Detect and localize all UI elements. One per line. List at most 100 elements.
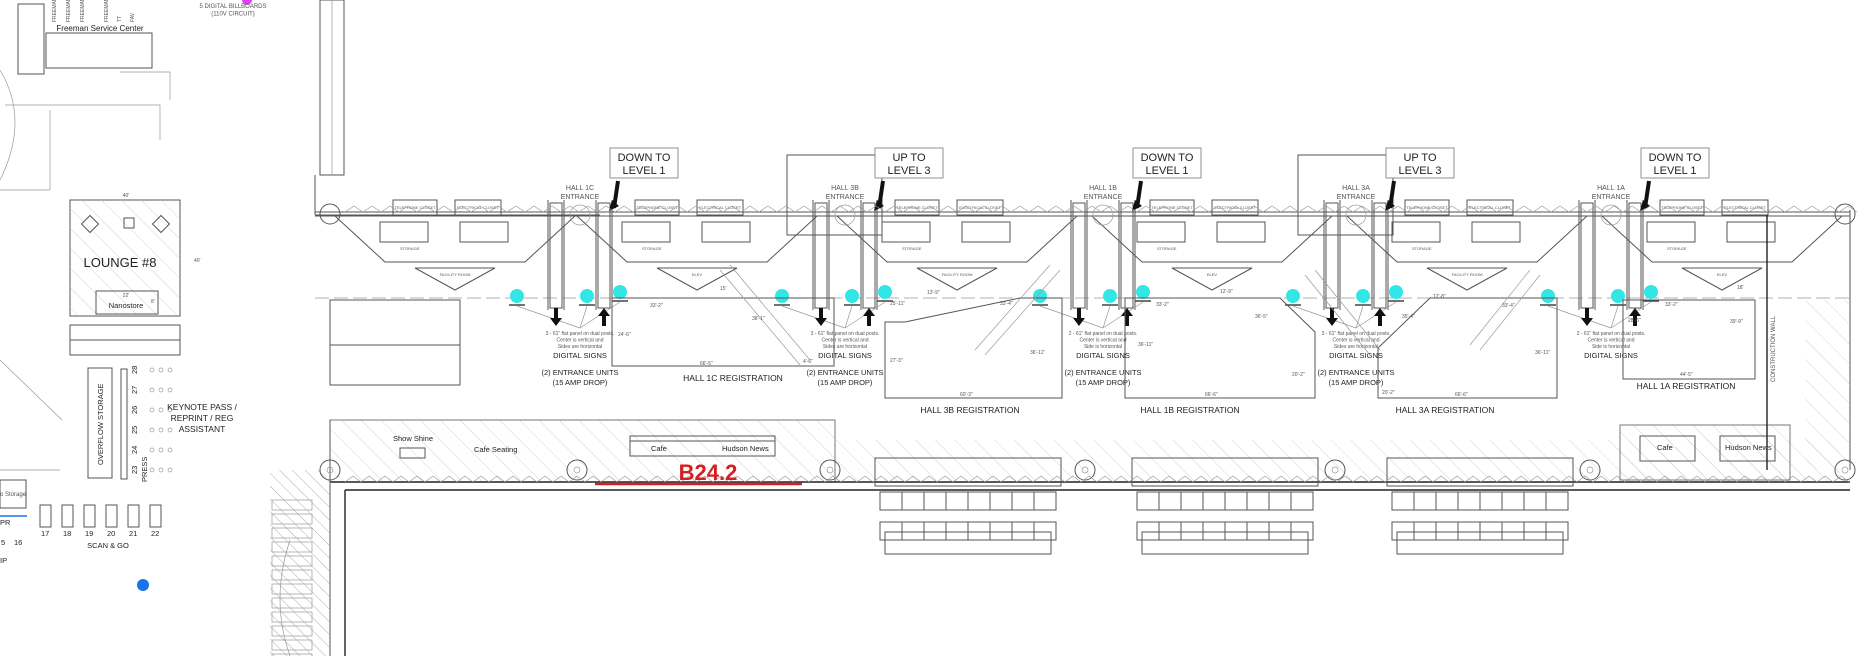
stair bbox=[1646, 221, 1696, 243]
callout-line-1: UP TO bbox=[892, 152, 925, 164]
svg-text:33'-2": 33'-2" bbox=[1156, 302, 1169, 308]
arrow-down-icon bbox=[1326, 308, 1338, 326]
post-dot bbox=[167, 467, 173, 473]
registration-3b: HALL 3B REGISTRATION bbox=[884, 297, 1063, 415]
svg-text:27'-3": 27'-3" bbox=[890, 358, 903, 364]
booth-id-label[interactable]: B24.2 bbox=[679, 460, 738, 485]
storage-label: STORAGE bbox=[400, 246, 420, 251]
digital-sign-marker[interactable] bbox=[510, 289, 524, 303]
digital-sign-marker[interactable] bbox=[1136, 285, 1150, 299]
sign-note: 3 - 61" flat panel on dual posts. bbox=[546, 331, 615, 337]
svg-text:20'-2": 20'-2" bbox=[1292, 372, 1305, 378]
telephone-closet bbox=[634, 199, 680, 216]
counter-number: 23 bbox=[130, 466, 139, 474]
overflow-storage bbox=[87, 367, 113, 479]
registration-areas: HALL 1C REGISTRATION HALL 3B REGISTRATIO… bbox=[611, 264, 1756, 415]
lower-corridor: Show Shine Cafe Seating Cafe Hudson News… bbox=[270, 203, 1858, 656]
cafe-label: Cafe bbox=[651, 444, 667, 453]
digital-sign-marker[interactable] bbox=[878, 285, 892, 299]
sign-note: Center is vertical and bbox=[1333, 338, 1380, 344]
digital-sign-marker[interactable] bbox=[1541, 289, 1555, 303]
lower-room bbox=[1681, 267, 1763, 291]
digital-sign-marker[interactable] bbox=[1286, 289, 1300, 303]
digital-sign-marker[interactable] bbox=[1644, 285, 1658, 299]
escalator bbox=[1580, 202, 1594, 309]
column bbox=[319, 459, 341, 481]
digital-sign-marker[interactable] bbox=[1103, 289, 1117, 303]
digital-sign-marker[interactable] bbox=[580, 289, 594, 303]
lounge-label: LOUNGE #8 bbox=[84, 255, 157, 270]
digital-sign-marker[interactable] bbox=[775, 289, 789, 303]
cafe-label-right: Cafe bbox=[1657, 443, 1673, 452]
seating-block bbox=[874, 457, 1062, 555]
room-label: ELEV bbox=[1717, 272, 1728, 277]
digital-sign-marker[interactable] bbox=[1033, 289, 1047, 303]
service-walls bbox=[0, 71, 171, 191]
digital-sign-marker[interactable] bbox=[1356, 289, 1370, 303]
hudson-label-right: Hudson News bbox=[1725, 443, 1772, 452]
electrical-closet-label: ELECTRICAL CLOSET bbox=[959, 205, 1001, 210]
registration-label: HALL 1B REGISTRATION bbox=[1140, 405, 1239, 415]
office-block bbox=[17, 3, 45, 75]
column bbox=[819, 459, 841, 481]
escalator bbox=[1120, 202, 1134, 309]
lower-room bbox=[1171, 267, 1253, 291]
service-tag: FREEMAN bbox=[52, 0, 58, 22]
storage-label: STORAGE bbox=[1667, 246, 1687, 251]
digital-sign-marker[interactable] bbox=[613, 285, 627, 299]
entrance-units-label: (2) ENTRANCE UNITS bbox=[806, 368, 883, 377]
digital-signs-label: DIGITAL SIGNS bbox=[1584, 351, 1638, 360]
digital-signs-label: DIGITAL SIGNS bbox=[553, 351, 607, 360]
digital-sign-marker[interactable] bbox=[1389, 285, 1403, 299]
callout-line-2: LEVEL 1 bbox=[1145, 165, 1188, 177]
post-dot bbox=[149, 367, 155, 373]
lane-number: 18 bbox=[63, 529, 71, 538]
marker-dot bbox=[242, 0, 252, 5]
lounge-width-dim: 40' bbox=[123, 193, 130, 199]
stair bbox=[881, 221, 931, 243]
registration-1a: HALL 1A REGISTRATION bbox=[1622, 299, 1756, 391]
sign-note: 3 - 61" flat panel on dual posts. bbox=[811, 331, 880, 337]
post-dot bbox=[158, 467, 164, 473]
lane-number: 21 bbox=[129, 529, 137, 538]
stair bbox=[621, 221, 671, 243]
svg-text:18': 18' bbox=[1737, 285, 1744, 291]
column bbox=[1324, 459, 1346, 481]
post-dot bbox=[149, 427, 155, 433]
keynote-label-1: KEYNOTE PASS / bbox=[167, 402, 237, 412]
scan-lane bbox=[127, 504, 140, 528]
arrow-down-icon bbox=[1581, 308, 1593, 326]
telephone-closet bbox=[392, 199, 438, 216]
shoe-shine-label: Show Shine bbox=[393, 434, 433, 443]
stair bbox=[1726, 221, 1776, 243]
storage-label: STORAGE bbox=[902, 246, 922, 251]
lane-number: 20 bbox=[107, 529, 115, 538]
hudson-kiosk-right bbox=[1719, 435, 1776, 462]
svg-text:66'-6": 66'-6" bbox=[1205, 392, 1218, 398]
arrow-down-icon bbox=[1073, 308, 1085, 326]
registration-1c: HALL 1C REGISTRATION bbox=[611, 297, 835, 383]
room-label: ELEV bbox=[1207, 272, 1218, 277]
sign-note: 3 - 61" flat panel on dual posts. bbox=[1322, 331, 1391, 337]
digital-sign-marker[interactable] bbox=[1611, 289, 1625, 303]
post-dot bbox=[149, 467, 155, 473]
construction-wall-label: CONSTRUCTION WALL bbox=[1771, 315, 1777, 382]
svg-text:44'-5": 44'-5" bbox=[1680, 372, 1693, 378]
nanostore-label: Nanostore bbox=[109, 301, 144, 310]
service-tag: FREEMAN bbox=[80, 0, 86, 22]
registration-3a: HALL 3A REGISTRATION bbox=[1377, 297, 1558, 415]
escalator bbox=[1373, 202, 1387, 309]
digital-sign-marker[interactable] bbox=[845, 289, 859, 303]
post-dot bbox=[167, 387, 173, 393]
svg-text:24'-6": 24'-6" bbox=[618, 332, 631, 338]
keynote-label-2: REPRINT / REG bbox=[171, 413, 234, 423]
location-dot[interactable] bbox=[137, 579, 149, 591]
electrical-closet bbox=[1211, 199, 1259, 216]
storage-label: STORAGE bbox=[1412, 246, 1432, 251]
